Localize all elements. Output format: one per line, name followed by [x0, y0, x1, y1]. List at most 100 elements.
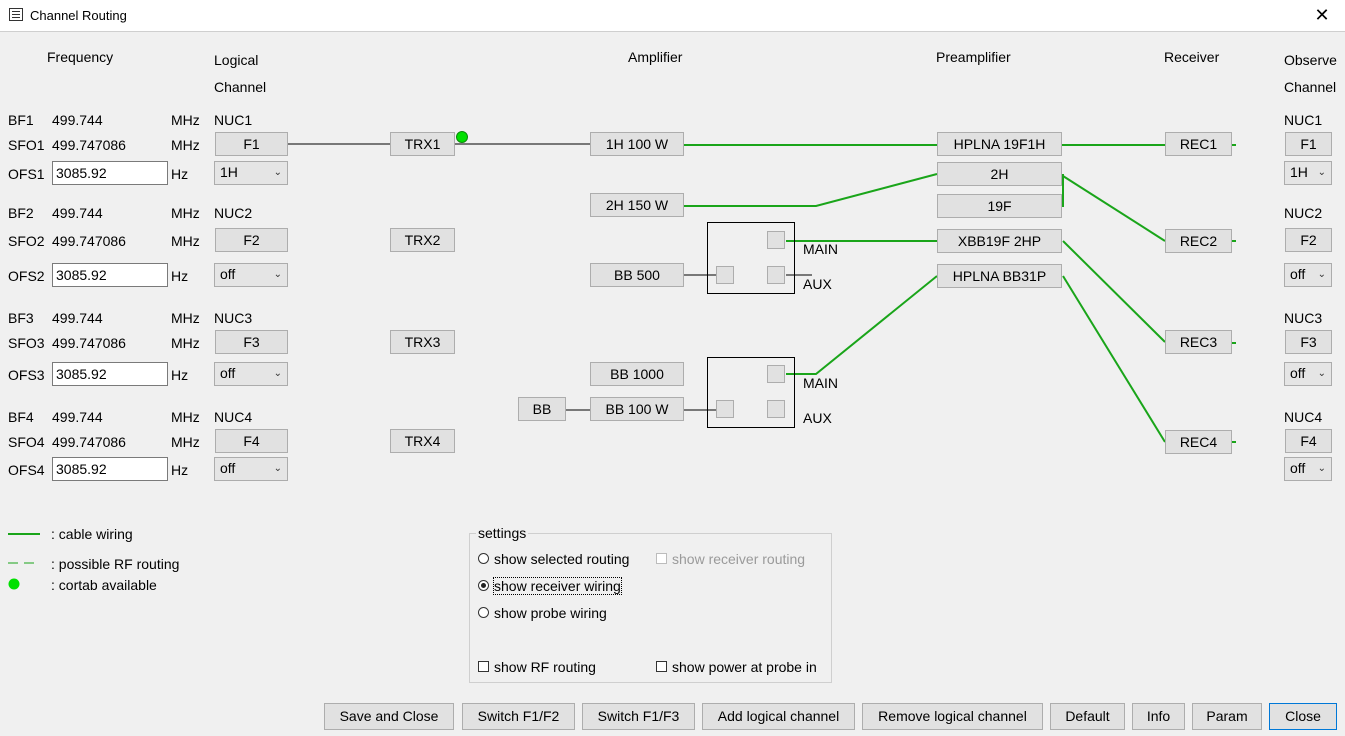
trx4-button[interactable]: TRX4: [390, 429, 455, 453]
rec4-button[interactable]: REC4: [1165, 430, 1232, 454]
amp-bb-1000[interactable]: BB 1000: [590, 362, 684, 386]
label-show-power-at-probe-in[interactable]: show power at probe in: [672, 659, 817, 675]
radio-show-receiver-wiring[interactable]: [478, 580, 489, 591]
sfo-unit: MHz: [171, 335, 200, 351]
switch1-input-port[interactable]: [716, 266, 734, 284]
trx2-button[interactable]: TRX2: [390, 228, 455, 252]
ofs2-input[interactable]: 3085.92: [52, 263, 168, 287]
obs-select-2[interactable]: off⌄: [1284, 263, 1332, 287]
sfo-value: 499.747086: [52, 137, 126, 153]
chevron-down-icon: ⌄: [273, 463, 282, 474]
radio-show-probe-wiring[interactable]: [478, 607, 489, 618]
preamp-hplna-19f1h[interactable]: HPLNA 19F1H: [937, 132, 1062, 156]
f1-button[interactable]: F1: [215, 132, 288, 156]
label-show-probe-wiring[interactable]: show probe wiring: [494, 605, 607, 621]
header-preamplifier: Preamplifier: [936, 49, 1011, 65]
obs-f1-button[interactable]: F1: [1285, 132, 1332, 156]
switch1-main-port[interactable]: [767, 231, 785, 249]
bf-value: 499.744: [52, 112, 103, 128]
rec2-button[interactable]: REC2: [1165, 229, 1232, 253]
bf-label: BF1: [8, 112, 34, 128]
wire-2h150-2h: [684, 173, 938, 207]
checkbox-show-power-at-probe-in[interactable]: [656, 661, 667, 672]
wire-xbb-rec3: [1062, 240, 1166, 343]
trx1-button[interactable]: TRX1: [390, 132, 455, 156]
legend-cable-label: : cable wiring: [51, 526, 133, 542]
nuc4-select[interactable]: off⌄: [214, 457, 288, 481]
bf-label: BF4: [8, 409, 34, 425]
switch2-input-port[interactable]: [716, 400, 734, 418]
bf-value: 499.744: [52, 205, 103, 221]
rec3-button[interactable]: REC3: [1165, 330, 1232, 354]
wiring-diagram: [8, 131, 1236, 590]
radio-show-selected-routing[interactable]: [478, 553, 489, 564]
add-logical-channel-button[interactable]: Add logical channel: [702, 703, 855, 730]
f4-button[interactable]: F4: [215, 429, 288, 453]
trx3-button[interactable]: TRX3: [390, 330, 455, 354]
bf-unit: MHz: [171, 205, 200, 221]
obs-nuc-label: NUC2: [1284, 205, 1323, 221]
bb-source-button[interactable]: BB: [518, 397, 566, 421]
remove-logical-channel-button[interactable]: Remove logical channel: [862, 703, 1043, 730]
bf-unit: MHz: [171, 409, 200, 425]
sfo-label: SFO3: [8, 335, 45, 351]
label-show-rf-routing[interactable]: show RF routing: [494, 659, 596, 675]
ofs4-input[interactable]: 3085.92: [52, 457, 168, 481]
dialog-body: Frequency Logical Channel Amplifier Prea…: [0, 32, 1345, 736]
param-button[interactable]: Param: [1192, 703, 1262, 730]
legend-cortab-label: : cortab available: [51, 577, 157, 593]
checkbox-show-rf-routing[interactable]: [478, 661, 489, 672]
obs-f3-button[interactable]: F3: [1285, 330, 1332, 354]
preamp-19f[interactable]: 19F: [937, 194, 1062, 218]
nuc3-select[interactable]: off⌄: [214, 362, 288, 386]
switch2-aux-port[interactable]: [767, 400, 785, 418]
obs-select-3[interactable]: off⌄: [1284, 362, 1332, 386]
info-button[interactable]: Info: [1132, 703, 1185, 730]
ofs1-input[interactable]: 3085.92: [52, 161, 168, 185]
header-observe: Observe: [1284, 52, 1337, 68]
obs-f2-button[interactable]: F2: [1285, 228, 1332, 252]
window-title: Channel Routing: [30, 8, 127, 23]
select-value: off: [1290, 266, 1306, 282]
switch2-main-port[interactable]: [767, 365, 785, 383]
nuc2-select[interactable]: off⌄: [214, 263, 288, 287]
obs-nuc-label: NUC4: [1284, 409, 1323, 425]
amp-2h-150w[interactable]: 2H 150 W: [590, 193, 684, 217]
ofs3-input[interactable]: 3085.92: [52, 362, 168, 386]
rec1-button[interactable]: REC1: [1165, 132, 1232, 156]
obs-select-1[interactable]: 1H⌄: [1284, 161, 1332, 185]
amp-1h-100w[interactable]: 1H 100 W: [590, 132, 684, 156]
preamp-hplna-bb31p[interactable]: HPLNA BB31P: [937, 264, 1062, 288]
close-icon[interactable]: ✕: [1314, 5, 1330, 25]
f2-button[interactable]: F2: [215, 228, 288, 252]
preamp-2h[interactable]: 2H: [937, 162, 1062, 186]
header-channel: Channel: [214, 79, 267, 95]
sfo-label: SFO4: [8, 434, 45, 450]
switch1-aux-port[interactable]: [767, 266, 785, 284]
save-and-close-button[interactable]: Save and Close: [324, 703, 454, 730]
f3-button[interactable]: F3: [215, 330, 288, 354]
switch1-aux-label: AUX: [803, 276, 832, 292]
label-show-receiver-wiring[interactable]: show receiver wiring: [493, 577, 622, 595]
ofs-label: OFS1: [8, 166, 45, 182]
header-frequency: Frequency: [47, 49, 114, 65]
nuc1-select[interactable]: 1H⌄: [214, 161, 288, 185]
switch-f1-f2-button[interactable]: Switch F1/F2: [462, 703, 575, 730]
checkbox-show-receiver-routing: [656, 553, 667, 564]
default-button[interactable]: Default: [1050, 703, 1125, 730]
label-show-selected-routing[interactable]: show selected routing: [494, 551, 630, 567]
ofs-label: OFS4: [8, 462, 45, 478]
switch-f1-f3-button[interactable]: Switch F1/F3: [582, 703, 695, 730]
select-value: off: [220, 365, 236, 381]
obs-select-4[interactable]: off⌄: [1284, 457, 1332, 481]
switch-box-2: [707, 357, 795, 428]
obs-f4-button[interactable]: F4: [1285, 429, 1332, 453]
amp-bb-100w[interactable]: BB 100 W: [590, 397, 684, 421]
label-show-receiver-routing: show receiver routing: [672, 551, 806, 567]
preamp-xbb19f-2hp[interactable]: XBB19F 2HP: [937, 229, 1062, 253]
close-button[interactable]: Close: [1269, 703, 1337, 730]
select-value: off: [220, 266, 236, 282]
amp-bb-500[interactable]: BB 500: [590, 263, 684, 287]
bf-label: BF2: [8, 205, 34, 221]
bf-label: BF3: [8, 310, 34, 326]
